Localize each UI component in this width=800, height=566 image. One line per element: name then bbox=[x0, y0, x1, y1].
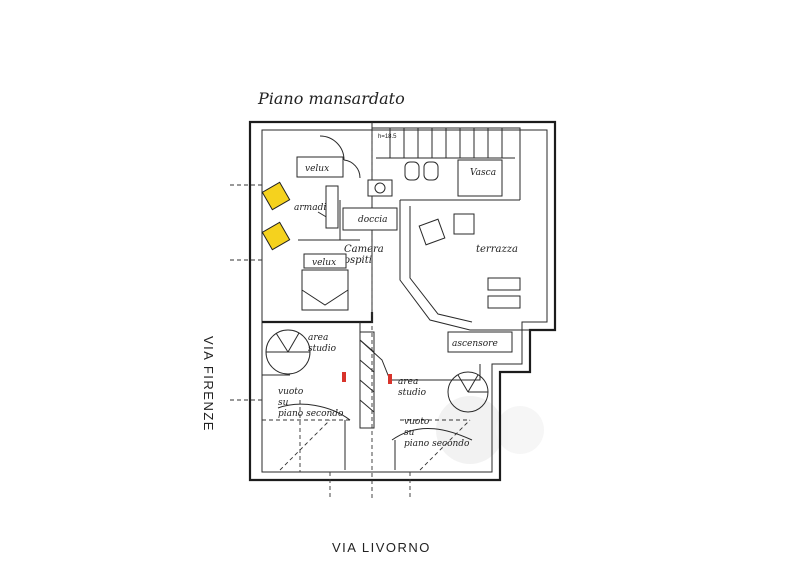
structural-axes bbox=[230, 130, 471, 500]
velux-label-1: velux bbox=[305, 164, 329, 174]
street-label-bottom: VIA LIVORNO bbox=[332, 540, 431, 555]
exterior-walls bbox=[248, 120, 557, 482]
lamp-1 bbox=[342, 372, 346, 382]
vasca-label: Vasca bbox=[470, 168, 496, 178]
void-edge-1 bbox=[277, 403, 351, 421]
velux-label-2: velux bbox=[312, 258, 336, 268]
guest-bed bbox=[301, 269, 349, 311]
terrazza-label: terrazza bbox=[476, 244, 518, 255]
watermark bbox=[436, 396, 544, 464]
yellow-armchairs bbox=[261, 181, 291, 251]
spiral-staircase-1 bbox=[265, 329, 311, 375]
bed-pillow-lines bbox=[301, 289, 349, 306]
plan-title: Piano mansardato bbox=[257, 89, 405, 108]
void-edge-2 bbox=[391, 427, 473, 441]
velux-window-2 bbox=[303, 253, 347, 269]
velux-window-1 bbox=[296, 156, 344, 178]
stair-treads bbox=[376, 128, 515, 159]
doccia-shower bbox=[342, 207, 398, 231]
doccia-label: doccia bbox=[358, 215, 388, 225]
spiral-staircase-2 bbox=[447, 371, 489, 413]
terrace-furniture bbox=[418, 213, 521, 309]
center-stair-rails bbox=[359, 331, 375, 429]
street-label-left: VIA FIRENZE bbox=[201, 336, 216, 432]
door-swing-2 bbox=[343, 159, 361, 179]
elevator-box bbox=[447, 331, 513, 353]
armadio-wardrobe bbox=[325, 185, 339, 229]
ascensore-label: ascensore bbox=[452, 339, 498, 349]
bathroom-fixtures bbox=[367, 159, 503, 197]
void-rails bbox=[344, 420, 396, 470]
lamp-2 bbox=[388, 374, 392, 384]
armadio-label: armadio bbox=[294, 203, 332, 213]
scale-mark: h=18.5 bbox=[378, 134, 397, 140]
door-swing-1 bbox=[319, 135, 345, 161]
